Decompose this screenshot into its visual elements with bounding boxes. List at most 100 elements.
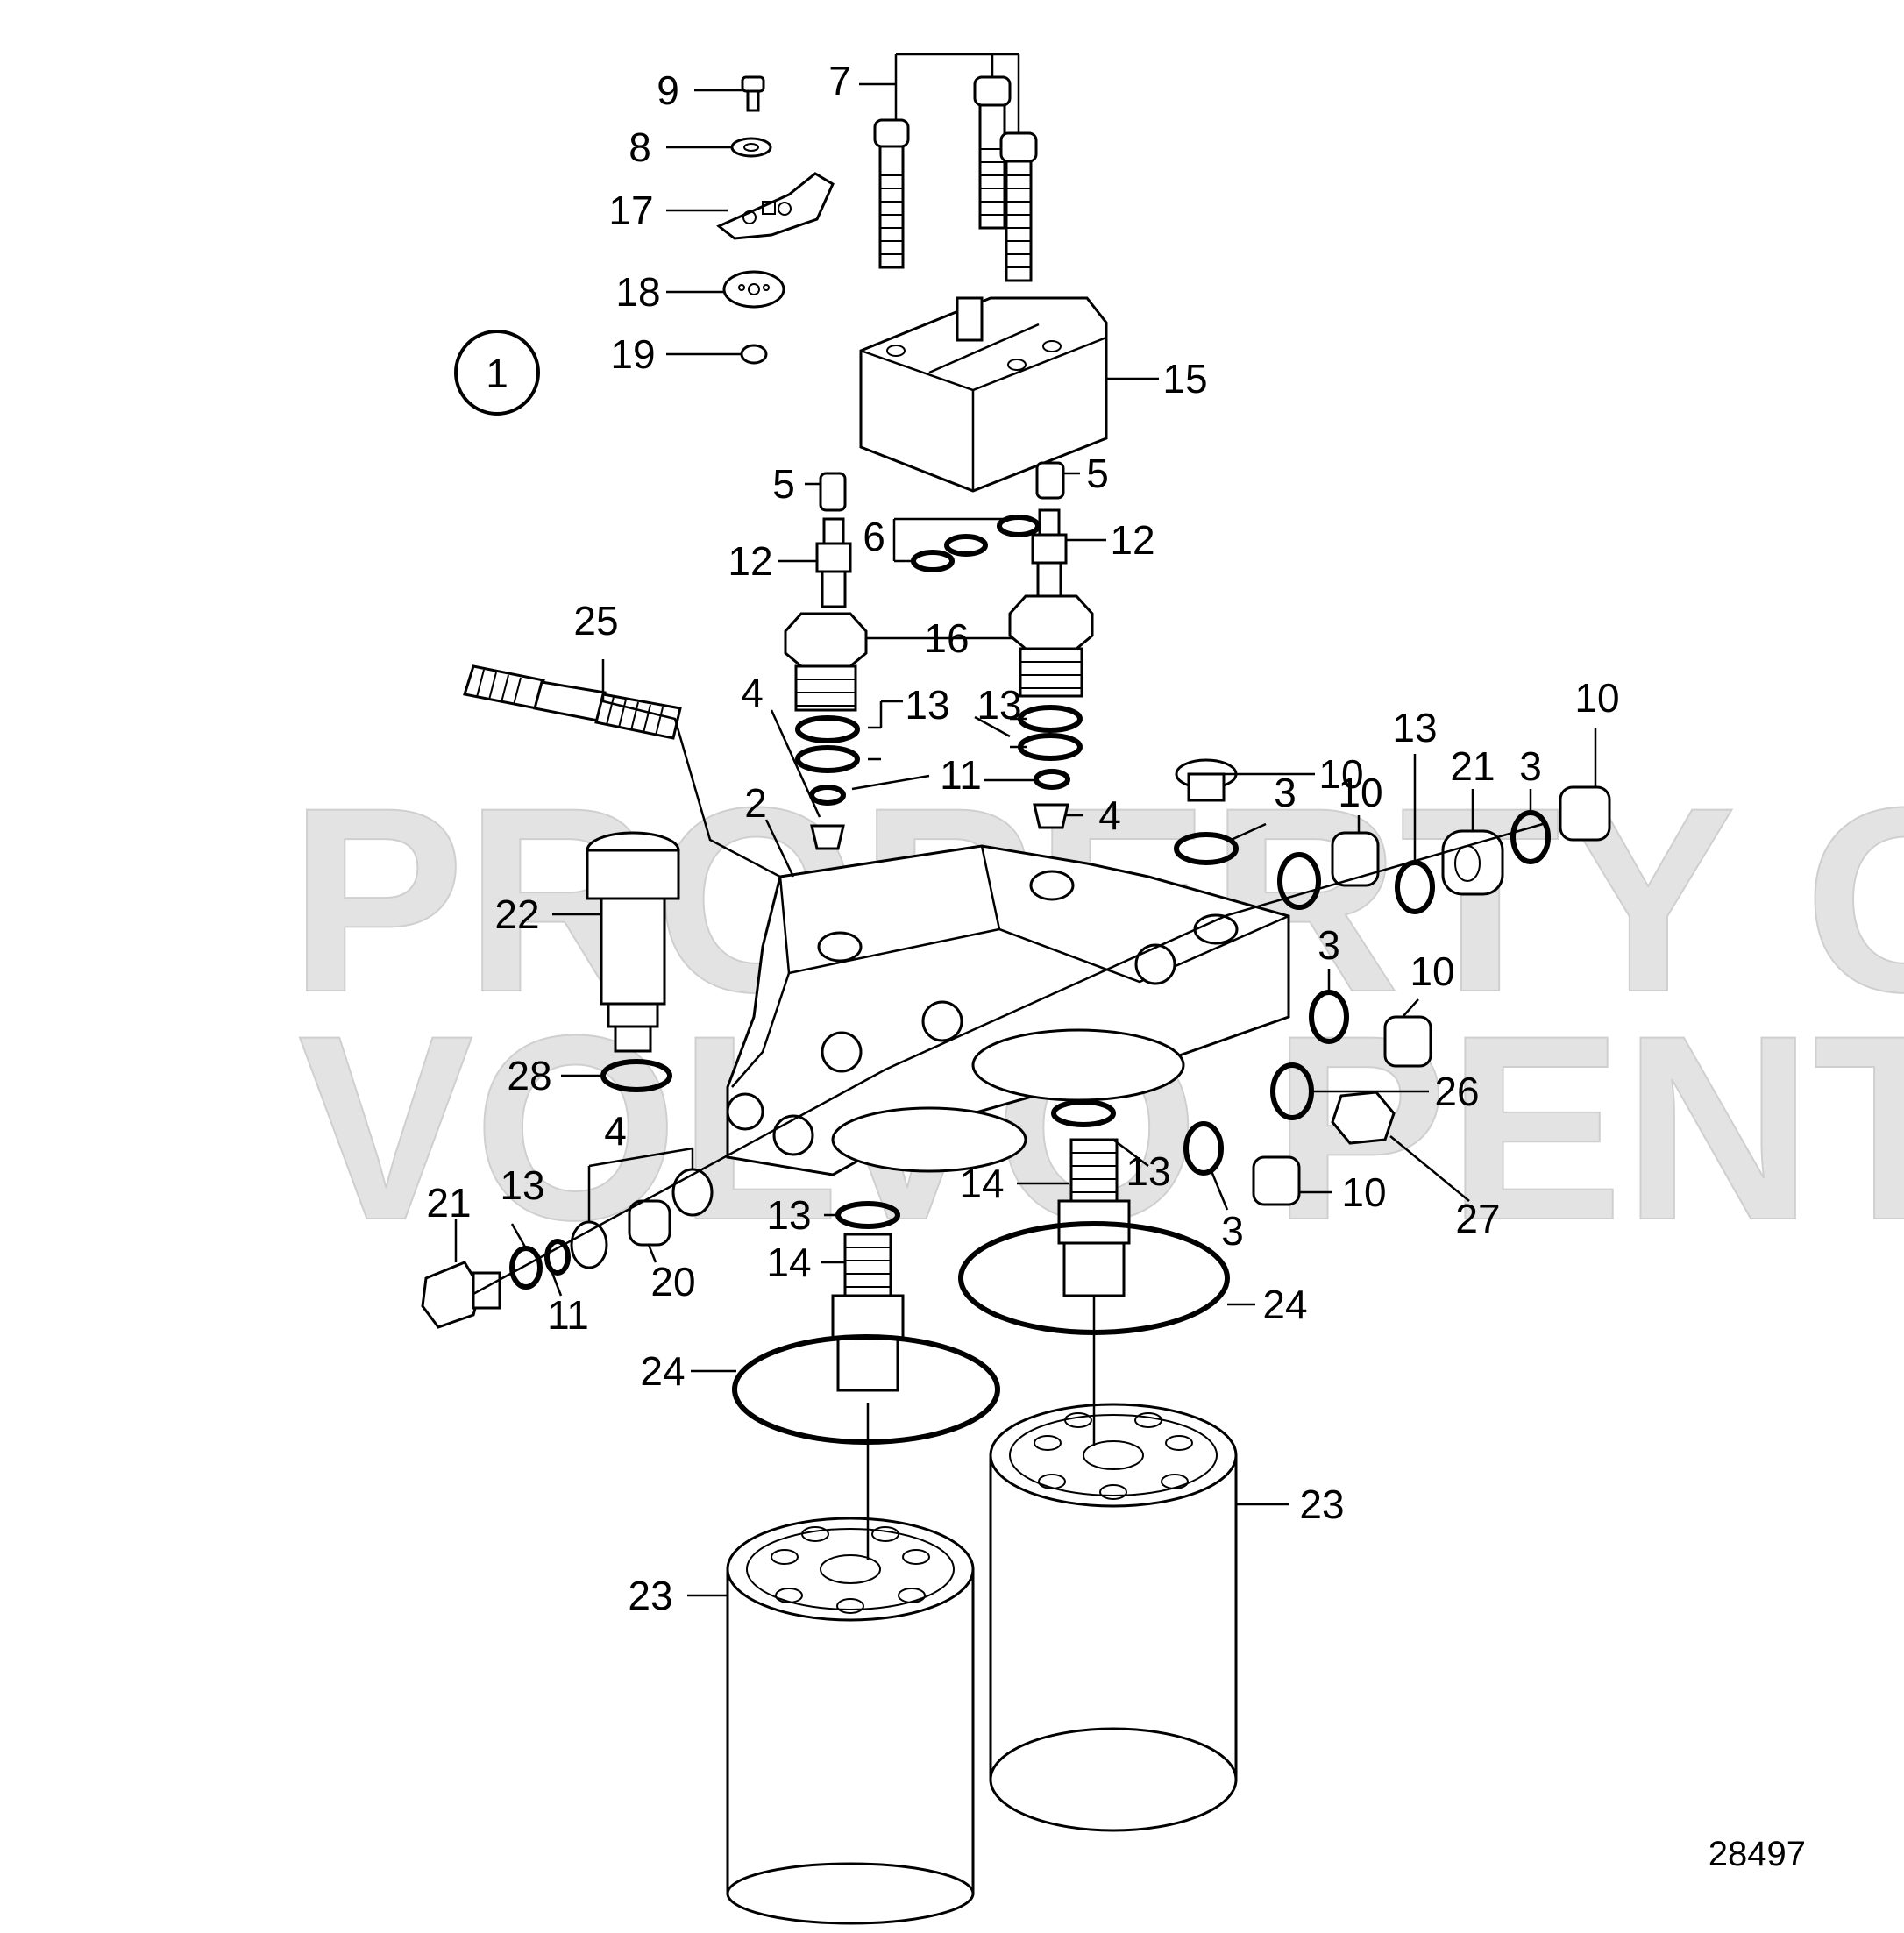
disc-18 (722, 270, 785, 309)
callout-17: 17 (608, 188, 653, 233)
callout-4-top-left: 4 (741, 670, 764, 715)
view-number-badge: 1 (454, 330, 540, 416)
plug-21-right (1441, 829, 1504, 896)
washer-3-top (1174, 832, 1239, 865)
callout-15: 15 (1162, 356, 1207, 402)
washer-3-mid (1277, 852, 1321, 910)
callout-14-right: 14 (959, 1161, 1004, 1206)
cap-5-right (1035, 461, 1065, 500)
callout-9: 9 (657, 68, 679, 113)
screw-7-right (999, 131, 1038, 282)
plug-10-mid (1331, 831, 1380, 887)
o-ring-11-left-assembly (544, 1239, 571, 1276)
callout-12-right: 12 (1110, 517, 1154, 563)
plug-21-left (421, 1261, 501, 1329)
callout-16: 16 (924, 615, 969, 661)
callout-4-left-assembly: 4 (604, 1108, 627, 1154)
plug-4-right (1033, 803, 1069, 829)
stud-25 (463, 664, 682, 740)
callout-13-left-assembly: 13 (500, 1162, 544, 1208)
callout-27: 27 (1455, 1196, 1500, 1241)
o-ring-13-left-lower (795, 745, 860, 773)
plug-4-left-assembly (570, 1220, 608, 1269)
seals-6 (911, 515, 1041, 572)
callout-22: 22 (494, 892, 539, 937)
callout-6: 6 (863, 514, 885, 559)
callout-11-top: 11 (940, 752, 982, 798)
callout-10-mid: 10 (1338, 770, 1382, 815)
callout-3-right: 3 (1318, 922, 1340, 968)
callout-13-left-center: 13 (766, 1192, 811, 1238)
o-ring-11-right (1034, 769, 1070, 790)
callout-3-top: 3 (1274, 770, 1297, 815)
washer-3-bottom (1183, 1121, 1224, 1176)
callout-10-bottom: 10 (1341, 1169, 1386, 1215)
reference-number: 28497 (1709, 1835, 1806, 1873)
callout-13-center: 13 (1126, 1148, 1170, 1194)
hand-pump-22 (586, 831, 680, 1053)
callout-2: 2 (744, 780, 767, 826)
callout-3-far-right: 3 (1519, 743, 1542, 789)
screw-9 (741, 75, 765, 112)
callout-23-left: 23 (628, 1573, 672, 1618)
callout-10-far-right: 10 (1574, 675, 1619, 721)
plug-10-far-right (1559, 785, 1611, 842)
callout-21-left: 21 (426, 1180, 471, 1226)
plug-10-top (1175, 758, 1238, 802)
callout-3-bottom: 3 (1221, 1208, 1244, 1254)
screw-7-middle (973, 75, 1012, 230)
o-ring-13-center (1051, 1099, 1116, 1127)
callout-4-top-right: 4 (1098, 792, 1121, 838)
filter-housing-2 (726, 844, 1290, 1176)
callout-24-left: 24 (640, 1348, 685, 1394)
callout-13-right: 13 (977, 682, 1021, 728)
callout-8: 8 (629, 124, 651, 170)
washer-8 (730, 137, 772, 158)
callout-24-right: 24 (1262, 1282, 1307, 1327)
plate-17 (716, 172, 835, 240)
callout-19: 19 (610, 331, 655, 377)
callout-10-lower-right: 10 (1410, 949, 1454, 994)
valve-block-15 (859, 296, 1108, 493)
callout-7: 7 (828, 58, 851, 103)
nipple-12-right (1031, 508, 1068, 600)
parts (421, 75, 1611, 1925)
plug-4-left-end (671, 1168, 714, 1217)
callout-23-right: 23 (1299, 1482, 1344, 1527)
filter-23-left (726, 1517, 975, 1925)
callout-18: 18 (615, 269, 660, 315)
callout-21-right: 21 (1450, 743, 1495, 789)
plug-10-bottom (1252, 1155, 1301, 1206)
screw-7-left (873, 118, 910, 269)
callout-28: 28 (507, 1053, 551, 1098)
leader-lines (454, 53, 1597, 1597)
o-ring-13-left-upper (795, 715, 860, 743)
valve-16-left (784, 612, 868, 712)
callout-5-right: 5 (1086, 451, 1109, 496)
valve-20 (628, 1199, 671, 1247)
callout-12-left: 12 (728, 538, 772, 584)
callout-13-left: 13 (905, 682, 949, 728)
plug-4-left (810, 824, 845, 850)
cap-5-left (819, 472, 847, 512)
callout-11-left-assembly: 11 (547, 1292, 589, 1338)
callout-5-left: 5 (772, 461, 795, 507)
callout-25: 25 (573, 598, 618, 643)
callout-26: 26 (1434, 1069, 1479, 1114)
callout-10-top: 10 (1318, 751, 1363, 797)
nipple-14-left (831, 1233, 905, 1392)
o-ring-13-right-upper (1018, 705, 1083, 733)
o-ring-11-left (809, 785, 846, 806)
callout-14-left: 14 (766, 1240, 811, 1285)
bushing-19 (740, 344, 768, 365)
callout-13-upper-right: 13 (1392, 705, 1437, 750)
filter-23-right (989, 1403, 1238, 1832)
plug-10-lower-right (1383, 1015, 1432, 1068)
callout-20: 20 (650, 1259, 695, 1304)
gasket-24-left (732, 1334, 1000, 1445)
view-number: 1 (486, 351, 508, 396)
valve-16-right (1008, 594, 1094, 698)
callout-labels: 9 8 17 18 19 7 15 5 5 6 12 12 25 16 4 13… (426, 58, 1619, 1618)
